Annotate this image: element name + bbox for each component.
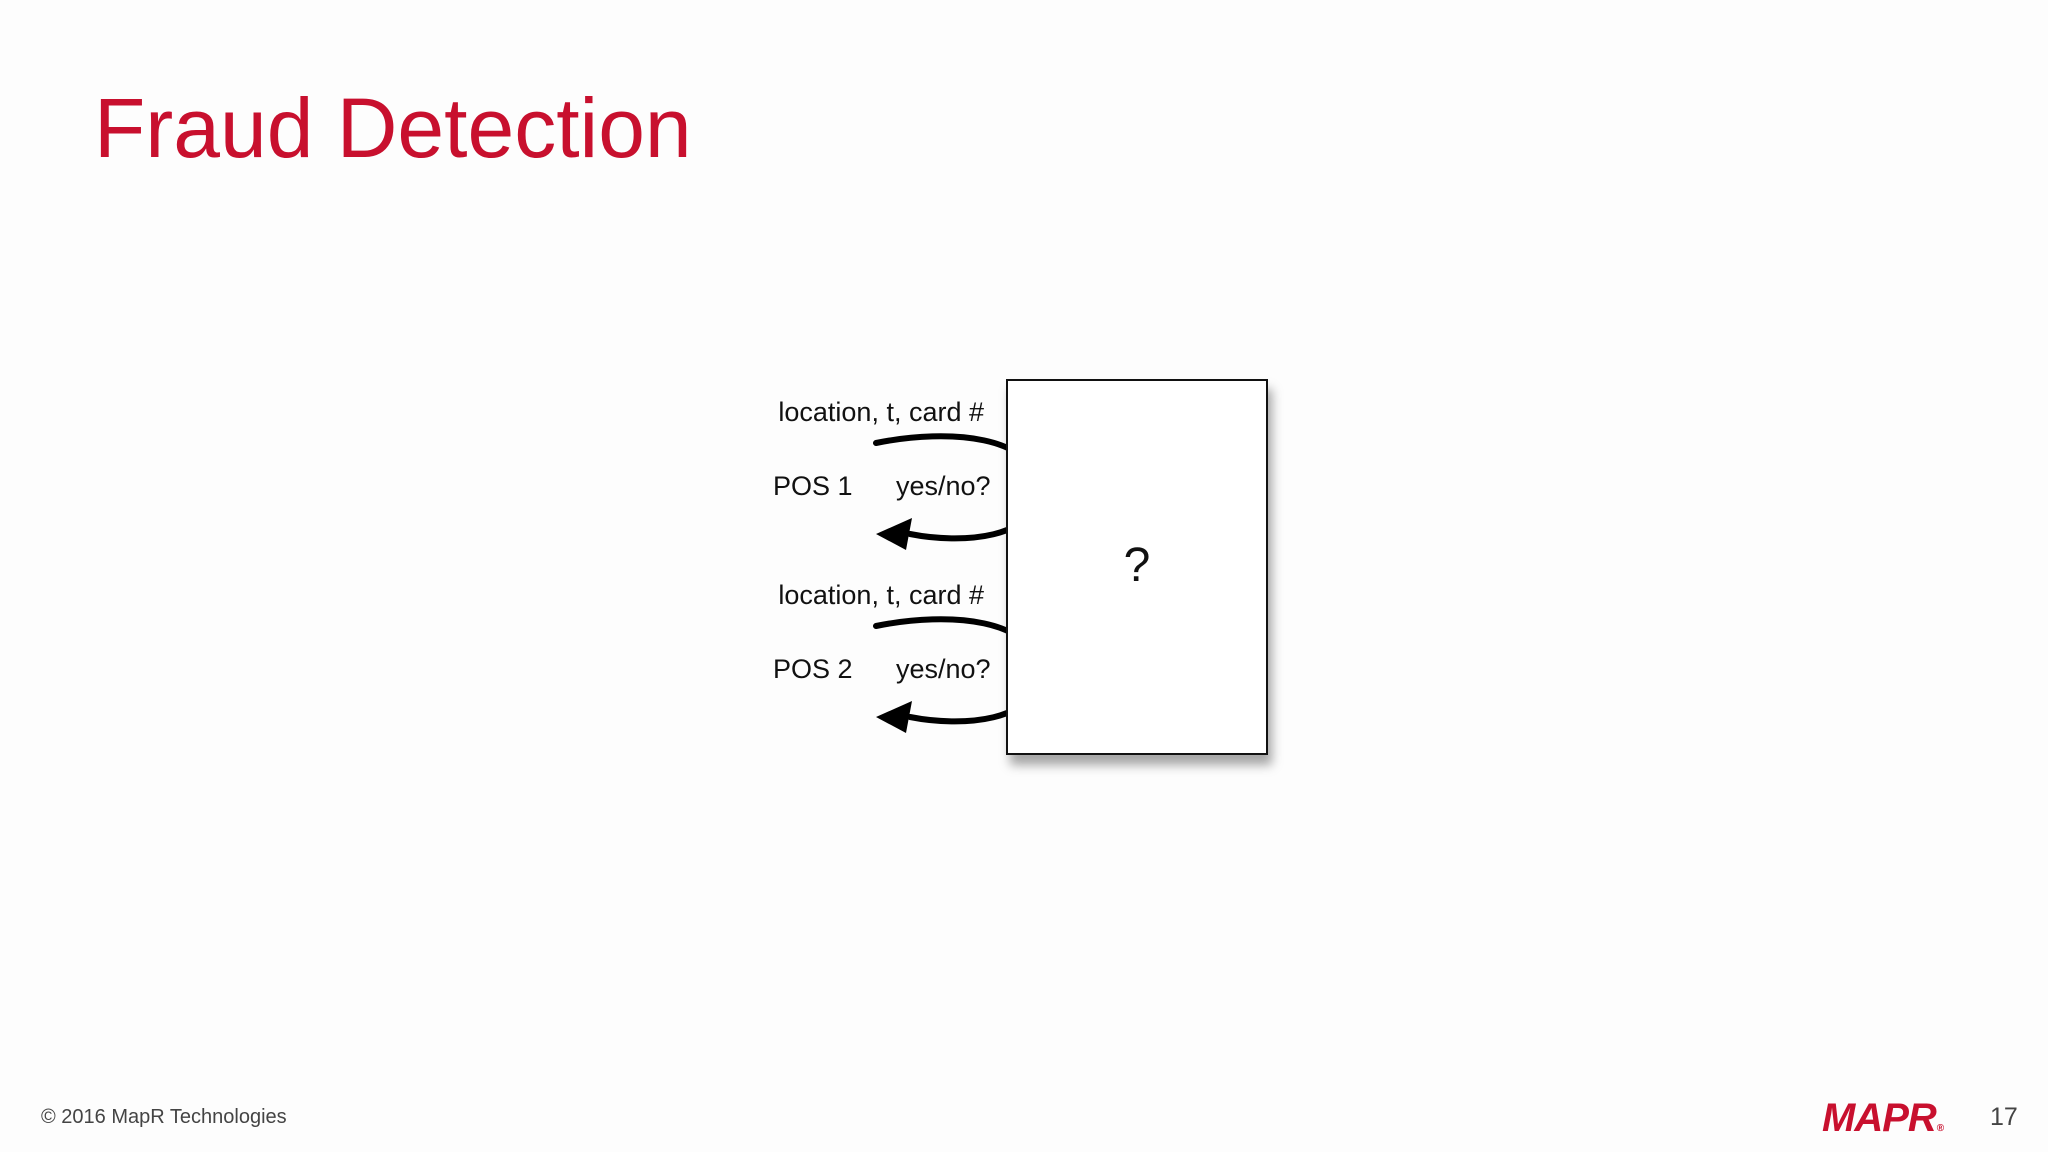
pos2-response-label: yes/no?	[896, 654, 991, 684]
pos2-name-label: POS 2	[773, 654, 853, 684]
pos1-arrowhead	[876, 518, 912, 550]
pos2-request-label: location, t, card #	[778, 580, 984, 610]
logo-text: MAPR	[1822, 1096, 1937, 1140]
page-number: 17	[1990, 1103, 2018, 1131]
mapr-logo: MAPR®	[1822, 1096, 1944, 1150]
pos1-response-label: yes/no?	[896, 471, 991, 501]
registered-mark: ®	[1936, 1123, 1944, 1134]
copyright-footer: © 2016 MapR Technologies	[41, 1106, 287, 1128]
box-question-mark: ?	[1123, 539, 1151, 592]
pos2-arrowhead	[876, 701, 912, 733]
fraud-detector-box: ?	[1006, 379, 1268, 755]
pos1-name-label: POS 1	[773, 471, 853, 501]
pos1-request-label: location, t, card #	[778, 397, 984, 427]
slide-title: Fraud Detection	[94, 81, 692, 175]
